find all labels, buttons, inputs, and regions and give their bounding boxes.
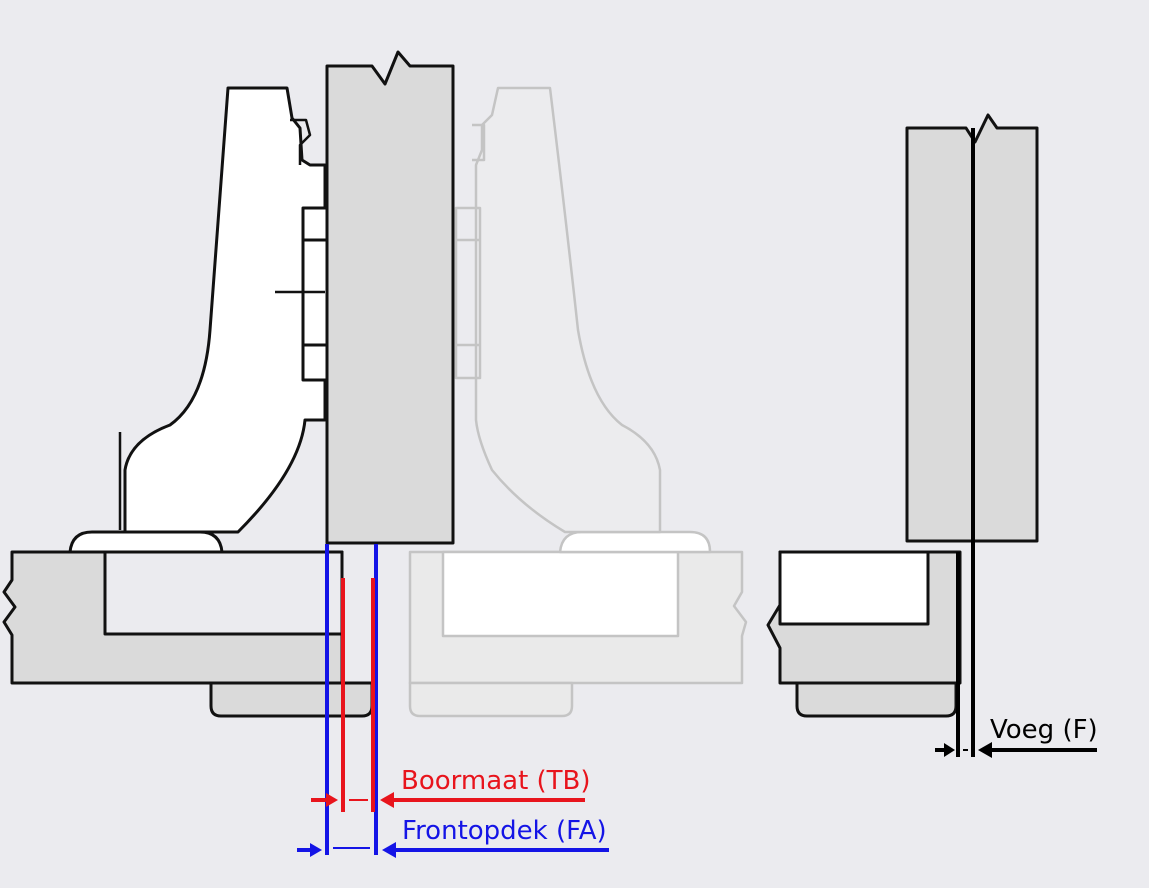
ghost-hinge	[408, 86, 748, 718]
voeg-label: Voeg (F)	[990, 715, 1098, 745]
voeg-detail	[766, 113, 1039, 718]
door-panel	[325, 50, 455, 545]
boormaat-dimension	[311, 578, 585, 812]
voeg-dimension	[935, 128, 1097, 758]
boormaat-label: Boormaat (TB)	[401, 766, 591, 796]
frontopdek-label: Frontopdek (FA)	[402, 816, 607, 846]
main-hinge	[2, 86, 374, 718]
